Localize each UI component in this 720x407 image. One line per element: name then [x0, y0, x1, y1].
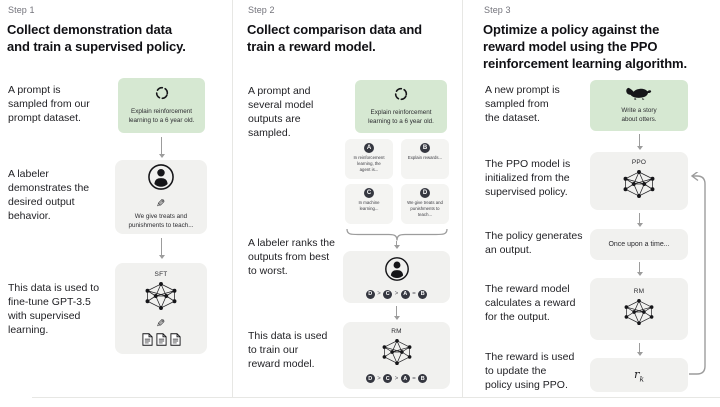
otter-icon: [625, 86, 653, 105]
neural-network-icon: [143, 281, 179, 316]
letter-badge-b: B: [420, 143, 430, 153]
step1-prompt-box: Explain reinforcement learning to a 6 ye…: [118, 78, 205, 133]
arrow-down-icon: [158, 137, 165, 158]
step3-prompt-box: Write a story about otters.: [590, 80, 688, 131]
rm-tag: RM: [633, 287, 645, 295]
reward-symbol: rk: [633, 366, 645, 384]
step1-sft-box: SFT ✎: [115, 263, 207, 354]
step3-desc-ppo: The PPO model is initialized from the su…: [485, 158, 571, 198]
brace-icon: [345, 228, 449, 246]
output-box-a: A In reinforcement learning, the agent i…: [345, 139, 393, 179]
column-divider: [232, 0, 233, 397]
step3-output-box: Once upon a time...: [590, 229, 688, 260]
arrow-down-icon: [393, 306, 400, 320]
arrow-down-icon: [636, 213, 643, 227]
step1-desc-labeler: A labeler demonstrates the desired outpu…: [8, 168, 90, 222]
output-box-b: B Explain rewards...: [401, 139, 449, 179]
step2-prompt-text: Explain reinforcement learning to a 6 ye…: [368, 109, 434, 125]
step3-output-text: Once upon a time...: [608, 241, 670, 248]
neural-network-icon: [380, 338, 414, 371]
arrow-down-icon: [636, 262, 643, 276]
step3-label: Step 3: [484, 5, 511, 15]
step3-desc-output: The policy generates an output.: [485, 230, 583, 256]
step2-reward-model-box: RM D > C > A = B: [343, 322, 450, 389]
feedback-loop-arrow: [689, 170, 713, 387]
column-divider: [462, 0, 463, 397]
person-icon: [147, 163, 175, 196]
step3-ppo-box: PPO: [590, 152, 688, 210]
arrow-down-icon: [158, 238, 165, 259]
letter-badge-a: A: [364, 143, 374, 153]
arrow-down-icon: [636, 134, 643, 150]
step1-label: Step 1: [8, 5, 35, 15]
step2-desc-rank: A labeler ranks the outputs from best to…: [248, 237, 335, 277]
letter-badge-c: C: [364, 188, 374, 198]
arrow-down-icon: [636, 343, 643, 356]
person-icon: [384, 256, 410, 287]
output-box-c: C In machine learning...: [345, 184, 393, 224]
bottom-divider: [32, 397, 720, 398]
ppo-tag: PPO: [631, 158, 647, 166]
step2-prompt-box: Explain reinforcement learning to a 6 ye…: [355, 80, 447, 133]
rm-tag: RM: [391, 328, 402, 335]
step2-desc-prompt: A prompt and several model outputs are s…: [248, 85, 314, 139]
step3-reward-model-box: RM: [590, 278, 688, 340]
step1-labeler-box: ✎ We give treats and punishments to teac…: [115, 160, 207, 234]
step1-labeler-text: We give treats and punishments to teach.…: [128, 213, 194, 229]
step2-desc-rm: This data is used to train our reward mo…: [248, 330, 328, 370]
step2-labeler-box: D > C > A = B: [343, 251, 450, 303]
step3-desc-update: The reward is used to update the policy …: [485, 351, 575, 391]
step1-prompt-text: Explain reinforcement learning to a 6 ye…: [128, 108, 195, 124]
pencil-icon: ✎: [156, 198, 166, 211]
step3-title: Optimize a policy against the reward mod…: [483, 22, 688, 72]
letter-badge-d: D: [420, 188, 430, 198]
output-box-d: D We give treats and punishments to teac…: [401, 184, 449, 224]
step3-reward-value-box: rk: [590, 358, 688, 392]
step3-prompt-text: Write a story about otters.: [621, 107, 657, 123]
neural-network-icon: [621, 169, 657, 204]
neural-network-icon: [622, 298, 656, 331]
sft-tag: SFT: [154, 271, 168, 278]
pencil-icon: ✎: [156, 318, 166, 330]
cycle-icon: [393, 86, 409, 107]
ranking-row: D > C > A = B: [365, 374, 428, 383]
step3-desc-reward: The reward model calculates a reward for…: [485, 283, 576, 323]
cycle-icon: [154, 85, 170, 106]
step1-desc-sft: This data is used to fine-tune GPT-3.5 w…: [8, 282, 100, 336]
arrow-down-icon: [393, 241, 400, 249]
step1-desc-prompt: A prompt is sampled from our prompt data…: [8, 84, 90, 124]
documents-icon: [141, 333, 181, 346]
step2-label: Step 2: [248, 5, 275, 15]
step1-title: Collect demonstration data and train a s…: [7, 22, 186, 55]
ranking-row: D > C > A = B: [365, 289, 428, 299]
step2-title: Collect comparison data and train a rewa…: [247, 22, 423, 55]
step3-desc-prompt: A new prompt is sampled from the dataset…: [485, 84, 560, 124]
